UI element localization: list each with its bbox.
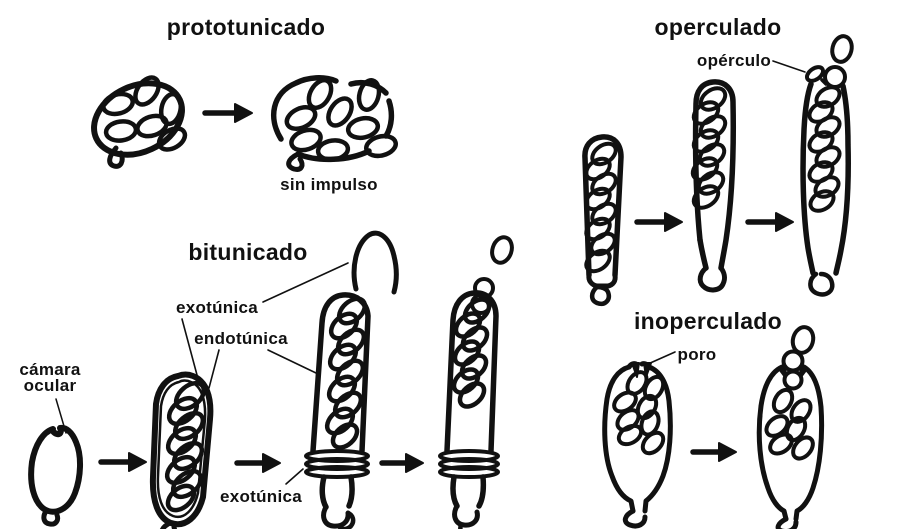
bitunicate-double-wall-ascus-drawing [149, 371, 214, 529]
bitunicado-title: bitunicado [188, 239, 308, 265]
prototunicate-burst-ascus-drawing [271, 75, 398, 172]
operculum-lid [804, 65, 826, 83]
prototunicado-title: prototunicado [166, 14, 326, 40]
detached-exotunica-cap-drawing [351, 230, 399, 295]
poro-pointer-line [647, 351, 676, 365]
inoperculate-ascus-1-drawing [602, 361, 673, 529]
exotunica-bottom-label: exotúnica [219, 487, 303, 506]
arrow-icon [690, 442, 737, 462]
operculo-pointer-line [772, 60, 806, 73]
exotunica-top-label: exotúnica [175, 298, 259, 317]
arrow-icon [379, 453, 424, 473]
prototunicate-closed-ascus-drawing [91, 75, 188, 169]
arrow-icon [98, 452, 147, 472]
poro-label: poro [677, 345, 717, 364]
bitunicate-discharging-ascus-drawing [438, 235, 514, 529]
inoperculado-title: inoperculado [633, 308, 783, 334]
camara-ocular-line2: ocular [23, 376, 77, 395]
endotunica-label: endotúnica [194, 329, 288, 348]
escaped-spore [830, 34, 854, 64]
rolled-exotunica-rings [304, 449, 370, 479]
operculate-ascus-1-drawing [582, 134, 624, 306]
emerging-spore [823, 65, 847, 89]
arrow-icon [634, 212, 683, 232]
operculo-label: opérculo [696, 51, 772, 70]
operculate-ascus-2-drawing [690, 79, 736, 293]
inoperculate-ascus-2-discharging-drawing [756, 325, 825, 529]
escaped-spore [790, 325, 816, 355]
bitunicate-extended-ascus-drawing [304, 292, 371, 529]
camara-ocular-line1: cámara [19, 360, 81, 379]
camara-ocular-pointer-line [55, 398, 67, 434]
arrow-icon [234, 453, 281, 473]
rolled-exotunica-rings [438, 449, 500, 479]
escaped-spore [490, 235, 514, 265]
bitunicate-empty-ascus-drawing [28, 424, 83, 527]
camara-ocular-label: cámara ocular [19, 360, 81, 395]
squeezing-spore [782, 369, 804, 391]
operculado-title: operculado [654, 14, 782, 40]
arrow-icon [202, 103, 253, 123]
operculate-ascus-3-open-drawing [800, 34, 854, 297]
sin-impulso-caption: sin impulso [280, 175, 378, 194]
bitunicado-pointer-lines [181, 262, 349, 485]
arrow-icon [745, 212, 794, 232]
